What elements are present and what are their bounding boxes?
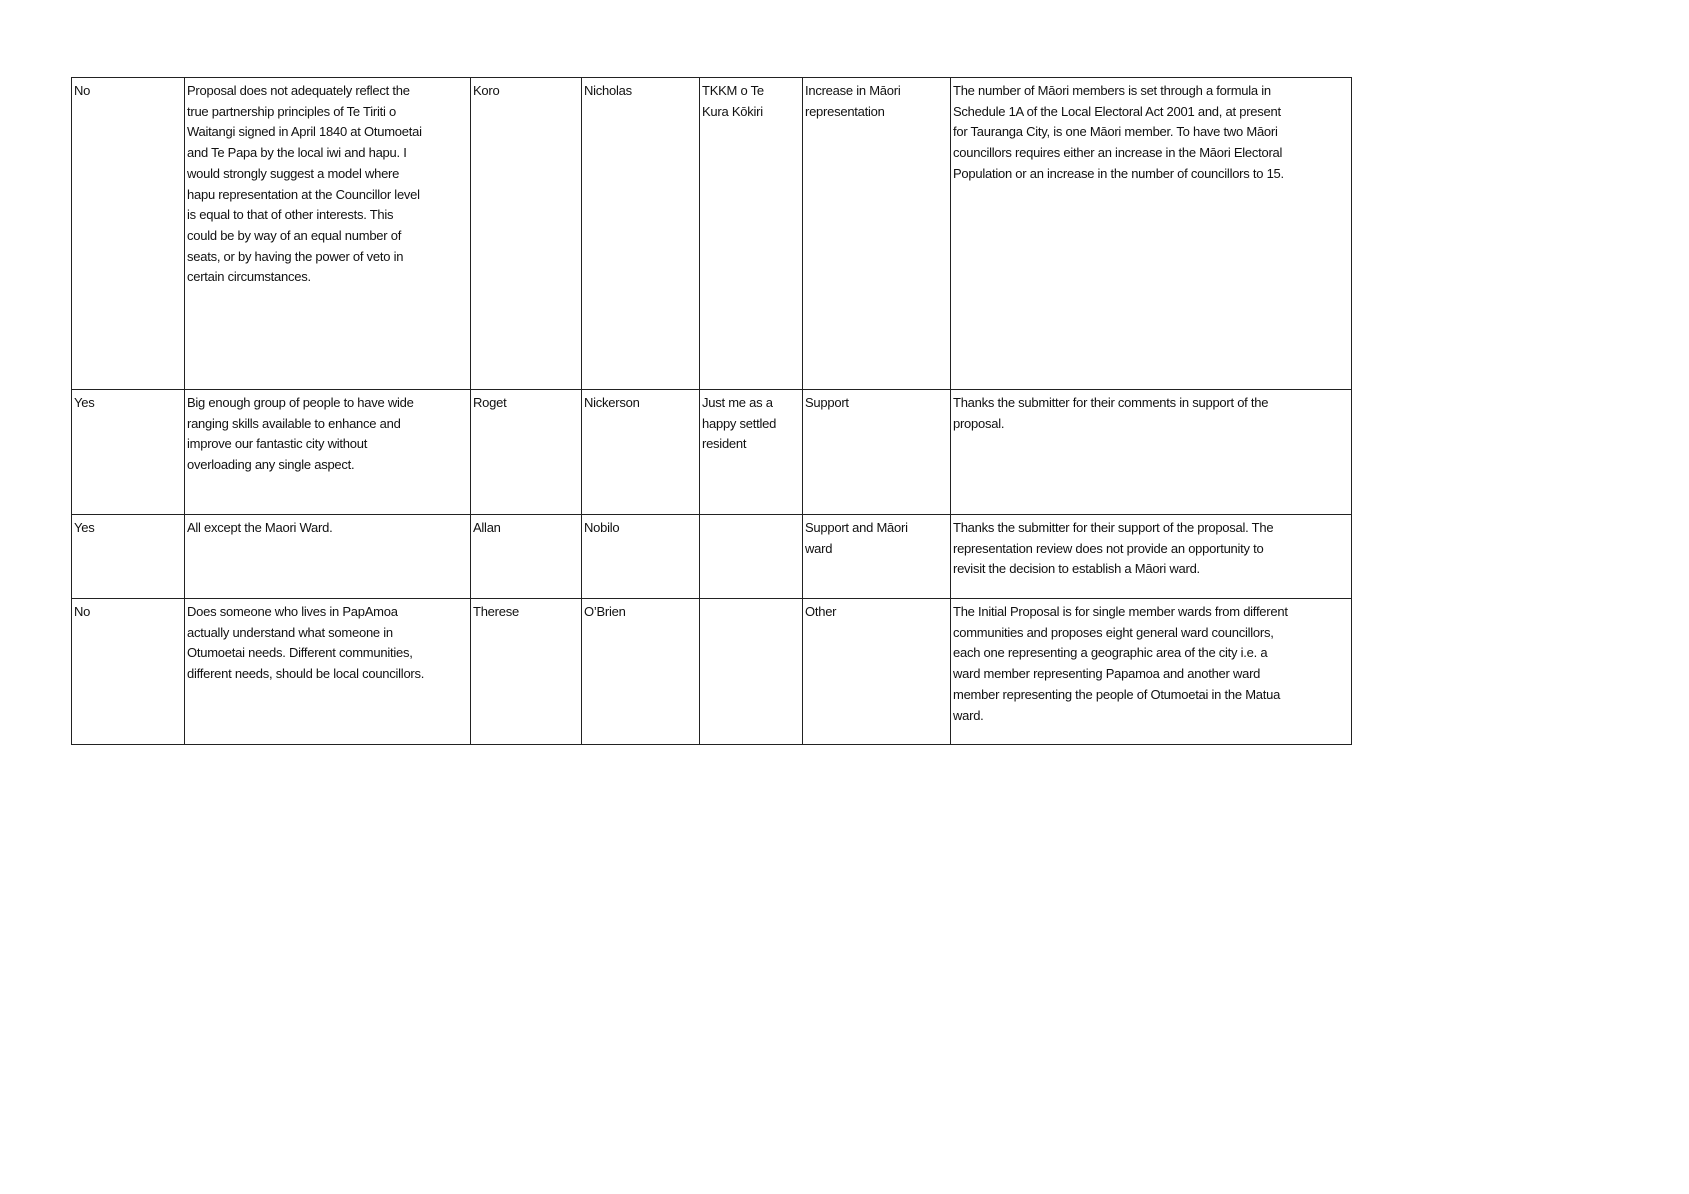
comment-cell: Big enough group of people to have wide …	[184, 389, 471, 515]
support-cell: Yes	[71, 389, 185, 515]
first-name-cell: Roget	[470, 389, 582, 515]
organisation-cell	[699, 514, 803, 599]
response-cell: Thanks the submitter for their comments …	[950, 389, 1352, 515]
first-name-cell: Allan	[470, 514, 582, 599]
support-cell: No	[71, 77, 185, 390]
submissions-table: No Proposal does not adequately reflect …	[71, 77, 1352, 745]
comment-cell: Proposal does not adequately reflect the…	[184, 77, 471, 390]
topic-cell: Increase in Māori representation	[802, 77, 951, 390]
organisation-cell: TKKM o Te Kura Kōkiri	[699, 77, 803, 390]
last-name-cell: Nickerson	[581, 389, 700, 515]
first-name-cell: Koro	[470, 77, 582, 390]
topic-cell: Support and Māori ward	[802, 514, 951, 599]
last-name-cell: Nicholas	[581, 77, 700, 390]
response-cell: The number of Māori members is set throu…	[950, 77, 1352, 390]
last-name-cell: O’Brien	[581, 598, 700, 745]
last-name-cell: Nobilo	[581, 514, 700, 599]
response-cell: The Initial Proposal is for single membe…	[950, 598, 1352, 745]
topic-cell: Support	[802, 389, 951, 515]
organisation-cell: Just me as a happy settled resident	[699, 389, 803, 515]
table-row: No Does someone who lives in PapAmoa act…	[71, 598, 1352, 745]
table-row: Yes All except the Maori Ward. Allan Nob…	[71, 514, 1352, 599]
support-cell: Yes	[71, 514, 185, 599]
response-cell: Thanks the submitter for their support o…	[950, 514, 1352, 599]
organisation-cell	[699, 598, 803, 745]
table-row: Yes Big enough group of people to have w…	[71, 389, 1352, 515]
first-name-cell: Therese	[470, 598, 582, 745]
comment-cell: All except the Maori Ward.	[184, 514, 471, 599]
topic-cell: Other	[802, 598, 951, 745]
comment-cell: Does someone who lives in PapAmoa actual…	[184, 598, 471, 745]
table-row: No Proposal does not adequately reflect …	[71, 77, 1352, 390]
support-cell: No	[71, 598, 185, 745]
